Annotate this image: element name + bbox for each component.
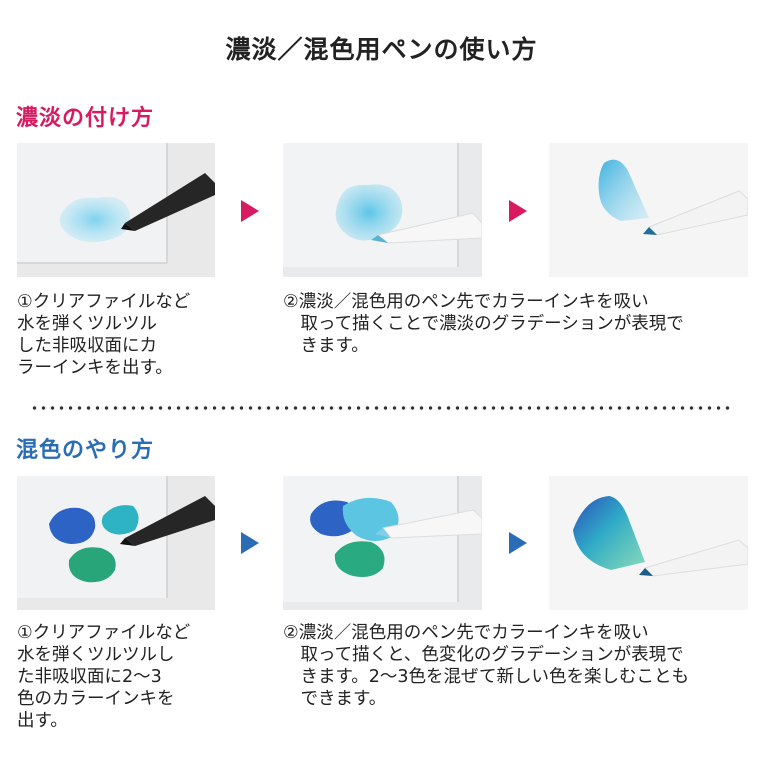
section-heading-shading: 濃淡の付け方	[16, 106, 155, 131]
caption-shading-step2: ②濃淡／混色用のペン先でカラーインキを吸い 取って描くことで濃淡のグラデーション…	[283, 292, 684, 356]
caption-shading-step1: ①クリアファイルなど 水を弾くツルツル した非吸収面にカ ラーインキを出す。	[17, 292, 191, 378]
photo-mixing-step2	[283, 476, 482, 610]
arrow-right-icon	[509, 532, 527, 554]
arrow-right-icon	[509, 200, 527, 222]
section-heading-mixing: 混色のやり方	[16, 438, 155, 463]
photo-mixing-step3	[549, 476, 748, 610]
photo-shading-step1	[17, 143, 215, 277]
caption-mixing-step1: ①クリアファイルなど 水を弾くツルツルし た非吸収面に2〜3 色のカラーインキを…	[17, 623, 191, 731]
caption-mixing-step2: ②濃淡／混色用のペン先でカラーインキを吸い 取って描くと、色変化のグラデーション…	[283, 623, 690, 709]
page-title: 濃淡／混色用ペンの使い方	[225, 35, 538, 64]
arrow-right-icon	[241, 532, 259, 554]
dotted-divider	[30, 406, 733, 410]
photo-shading-step3	[549, 143, 748, 277]
arrow-right-icon	[241, 200, 259, 222]
photo-mixing-step1	[17, 476, 215, 610]
photo-shading-step2	[283, 143, 482, 277]
